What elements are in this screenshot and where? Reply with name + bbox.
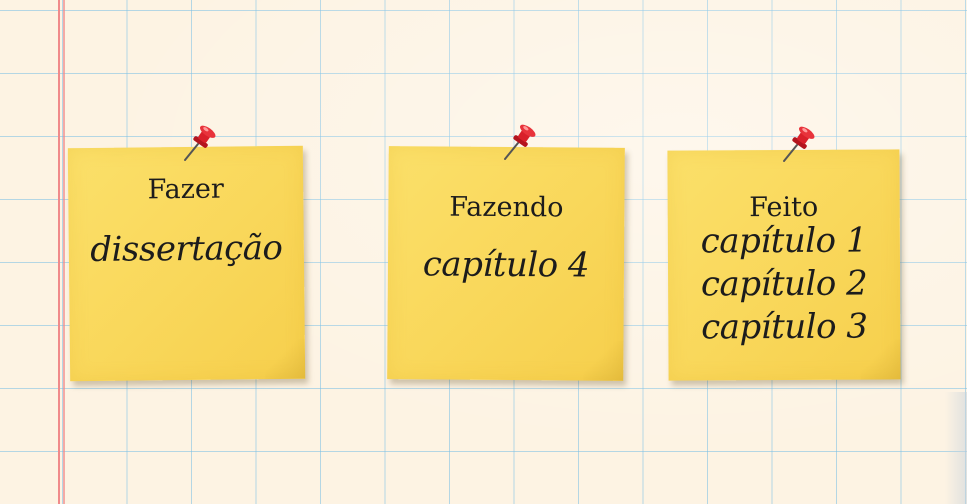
sticky-note-todo[interactable]: Fazer dissertação <box>67 145 306 382</box>
sticky-note-doing[interactable]: Fazendo capítulo 4 <box>387 146 625 381</box>
push-pin-icon <box>504 124 536 160</box>
push-pin-icon <box>184 125 216 161</box>
note-item: capítulo 4 <box>422 244 590 286</box>
note-item: capítulo 1 <box>700 220 868 262</box>
push-pin-icon <box>783 126 815 162</box>
note-item: capítulo 2 <box>700 263 868 305</box>
margin-line <box>63 0 65 504</box>
sticky-note-done[interactable]: Feito capítulo 1 capítulo 2 capítulo 3 <box>667 149 901 381</box>
note-item: dissertação <box>90 227 283 271</box>
note-item-list: capítulo 1 capítulo 2 capítulo 3 <box>668 219 901 349</box>
page-curl <box>945 392 967 504</box>
note-title: Fazendo <box>449 191 564 224</box>
note-title: Fazer <box>147 173 224 206</box>
note-item: capítulo 3 <box>701 306 868 348</box>
margin-line <box>58 0 60 504</box>
